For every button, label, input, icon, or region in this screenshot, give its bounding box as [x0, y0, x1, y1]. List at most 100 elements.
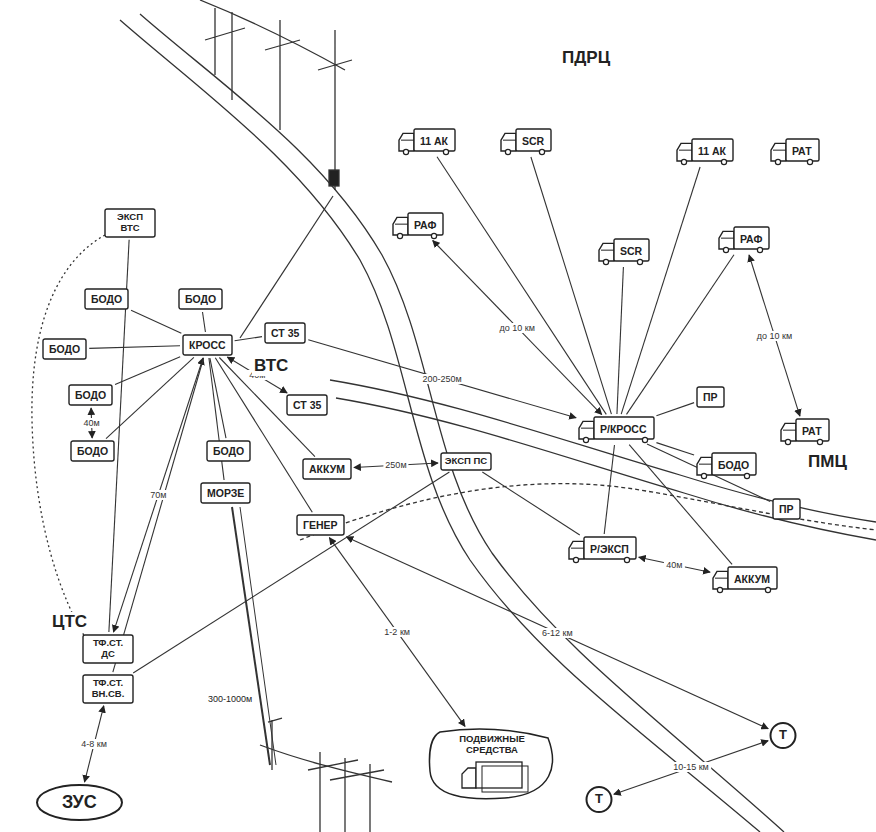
connector — [749, 255, 800, 416]
node-text: РАФ — [740, 233, 762, 245]
distance-label: 4-8 км — [79, 739, 109, 749]
station-box: БОДО — [70, 440, 115, 462]
outline-part — [785, 439, 790, 444]
node-text: МОРЗЕ — [207, 487, 244, 499]
outline-part — [642, 437, 647, 442]
node-text: ЭКСП ПС — [444, 456, 488, 467]
outline-part — [569, 541, 584, 559]
station-box: ГЕНЕР — [296, 514, 345, 536]
outline-part — [401, 140, 414, 141]
outline-part — [393, 217, 408, 235]
station-box: ПР — [696, 386, 725, 408]
outline-part — [408, 213, 443, 235]
power-line — [200, 0, 352, 190]
node-text: Р/КРОСС — [600, 423, 647, 435]
outline-part — [771, 143, 786, 161]
outline-part — [783, 430, 796, 431]
outline-part — [43, 339, 86, 359]
connector — [113, 358, 203, 632]
outline-part — [505, 149, 510, 154]
connector — [113, 358, 204, 672]
outline-part — [579, 421, 594, 439]
node-text: SCR — [620, 245, 642, 257]
road-edge — [330, 380, 876, 522]
outline-part — [775, 159, 780, 164]
vehicle-icon — [462, 768, 476, 788]
outline-part — [83, 675, 133, 703]
vehicle-box: РАФ — [718, 226, 770, 253]
outline-part — [207, 441, 250, 461]
outline-part — [796, 419, 829, 441]
station-box: ЭКСП ВТС — [104, 208, 156, 238]
connector — [203, 312, 206, 332]
vehicle-box: РАФ — [392, 212, 444, 239]
area-label: ПДРЦ — [560, 48, 612, 68]
outline-part — [817, 439, 822, 444]
vehicle-box: РАТ — [780, 418, 830, 445]
area-label: ПМЦ — [806, 452, 849, 472]
outline-part — [744, 473, 749, 478]
distance-label: 40м — [82, 418, 102, 428]
road-edge — [336, 398, 876, 540]
outline-part — [712, 453, 756, 475]
station-box: СТ 35 — [264, 322, 306, 344]
outline-part — [697, 387, 724, 407]
outline-part — [297, 515, 344, 535]
connector — [482, 472, 579, 535]
outline-part — [624, 557, 629, 562]
outline-part — [699, 464, 712, 465]
terminal-circle: Т — [770, 722, 796, 749]
node-text: БОДО — [91, 293, 122, 305]
connector — [656, 443, 694, 455]
power-line — [260, 718, 392, 832]
node-text: СТ 35 — [271, 327, 299, 339]
node-text: РАТ — [792, 145, 812, 157]
connector — [604, 445, 614, 534]
outline-part — [83, 635, 133, 663]
outline-part — [201, 483, 250, 503]
station-box: ПР — [772, 498, 801, 520]
vehicle-box: Р/ЭКСП — [568, 536, 637, 563]
node-text: БОДО — [718, 459, 749, 471]
outline-part — [697, 457, 712, 475]
outline-part — [594, 417, 654, 439]
connector — [531, 157, 612, 414]
feed-line — [232, 507, 270, 765]
connector — [235, 337, 262, 341]
outline-part — [583, 437, 588, 442]
connector — [329, 538, 465, 727]
outline-part — [503, 140, 516, 141]
outline-part — [69, 385, 112, 405]
outline-part — [71, 441, 114, 461]
node-text: БОДО — [75, 389, 106, 401]
outline-part — [807, 159, 812, 164]
outline-part — [786, 139, 819, 161]
node-text: БОДО — [77, 445, 108, 457]
outline-part — [681, 159, 686, 164]
connector — [617, 267, 623, 414]
station-box: ТФ.СТ. ДС — [82, 634, 134, 664]
distance-label: 10-15 км — [671, 762, 711, 772]
feed-line — [240, 507, 276, 765]
outline-part — [183, 335, 232, 355]
outline-part — [781, 423, 796, 441]
distance-label: 1-2 км — [382, 627, 412, 637]
connector — [133, 472, 449, 673]
outline-part — [601, 250, 614, 251]
station-box: БОДО — [42, 338, 87, 360]
node-text: 11 АК — [420, 135, 448, 147]
outline-part — [584, 537, 636, 559]
area-label: ВТС — [252, 356, 290, 376]
connector — [131, 310, 181, 333]
node-text: РАФ — [414, 219, 436, 231]
outline-part — [179, 289, 222, 309]
station-box: АККУМ — [302, 458, 352, 480]
vehicle-box: БОДО — [696, 452, 757, 479]
outline-part — [581, 428, 594, 429]
distance-label: 40м — [664, 560, 684, 570]
node-text: Т — [595, 792, 603, 807]
outline-part — [287, 395, 327, 415]
road-edge — [120, 20, 760, 832]
node-text: БОДО — [49, 343, 80, 355]
